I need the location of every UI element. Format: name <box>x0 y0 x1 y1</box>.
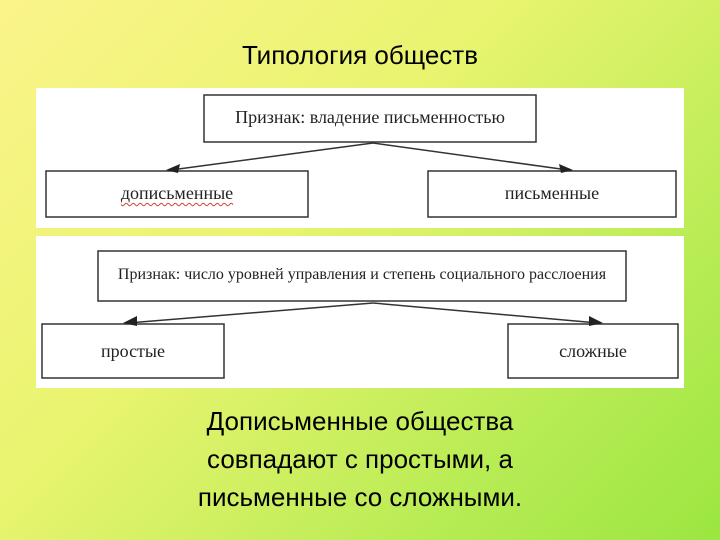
diagram-connectors-1 <box>45 94 677 218</box>
criterion-label-2: Признак: число уровней управления и степ… <box>117 266 607 283</box>
conclusion-line-2: совпадают с простыми, а <box>207 444 513 474</box>
conclusion-line-1: Дописьменные общества <box>206 406 514 436</box>
conclusion-line-3: письменные со сложными. <box>197 482 523 512</box>
diagram-panel-stratification: Признак: число уровней управления и степ… <box>36 236 684 388</box>
arrowhead-left-2 <box>123 316 137 326</box>
right-box-1 <box>427 170 677 218</box>
left-box-2 <box>41 323 225 379</box>
left-label-1: дописьменные <box>46 183 308 204</box>
right-box-2 <box>507 323 679 379</box>
left-box-1 <box>45 170 309 218</box>
arrowhead-right-2 <box>589 316 603 326</box>
criterion-box-1 <box>203 94 537 143</box>
diagram-connectors-2 <box>41 250 679 379</box>
criterion-box-2 <box>97 250 627 302</box>
conclusion-text: Дописьменные общества совпадают с просты… <box>0 402 720 516</box>
right-label-1: письменные <box>504 183 600 203</box>
left-label-text-1: дописьменные <box>120 183 234 203</box>
slide-title: Типология обществ <box>241 40 479 70</box>
left-label-2: простые <box>100 341 166 361</box>
arrowhead-right-1 <box>559 164 573 173</box>
arrowhead-left-1 <box>166 164 180 173</box>
criterion-label-1: Признак: владение письменностью <box>235 107 505 127</box>
diagram-panel-writing: Признак: владение письменностью дописьме… <box>36 88 684 228</box>
right-label-2: сложные <box>559 341 627 361</box>
